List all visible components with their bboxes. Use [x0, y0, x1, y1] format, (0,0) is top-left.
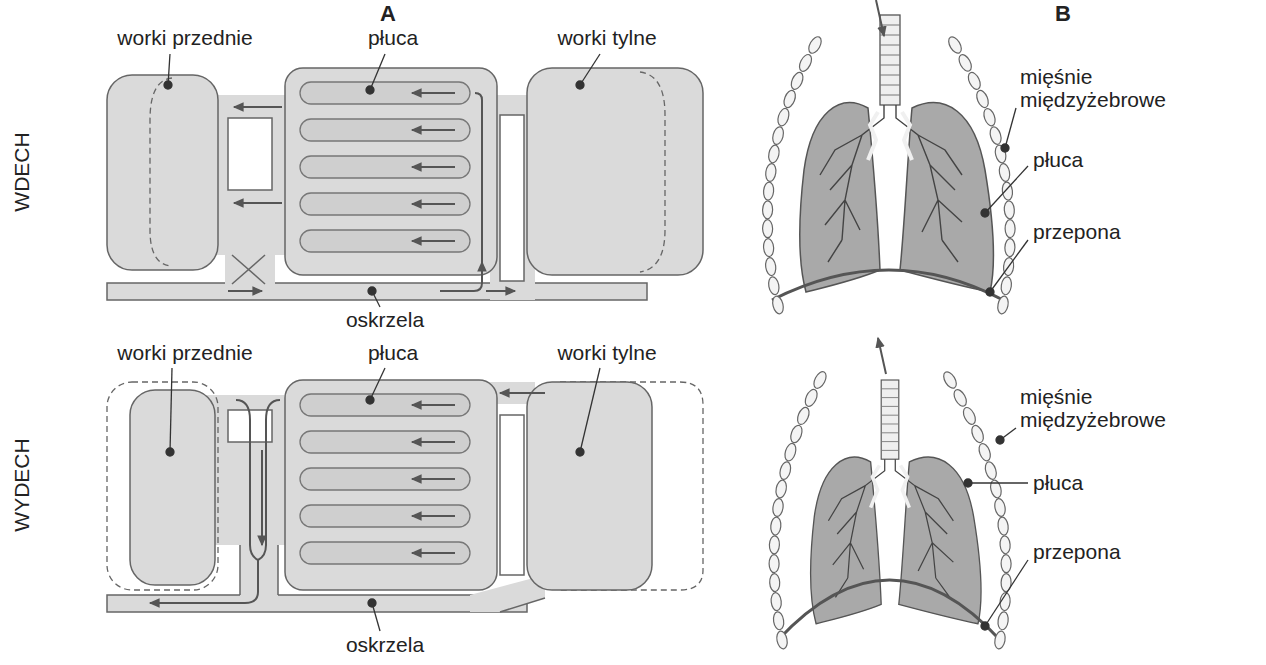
part-label: oskrzela — [346, 633, 424, 656]
rib-segment — [776, 107, 791, 127]
rib-segment — [996, 295, 1009, 315]
rib-segment — [795, 406, 811, 426]
rib-segment — [941, 370, 959, 391]
rib-segment — [767, 276, 780, 296]
rib-segment — [772, 498, 784, 517]
rib-segment — [961, 406, 978, 427]
panel-letter: B — [1055, 2, 1071, 26]
rib-segment — [970, 424, 986, 444]
rib-segment — [1005, 220, 1015, 238]
rib-segment — [997, 517, 1009, 536]
rib-segment — [762, 220, 772, 238]
part-label: mięśnie międzyżebrowe — [1020, 65, 1170, 111]
rib-segment — [974, 89, 990, 109]
part-label: mięśnie międzyżebrowe — [1020, 385, 1170, 431]
part-label: worki przednie — [117, 341, 252, 364]
rib-segment — [789, 71, 805, 91]
rib-segment — [778, 461, 792, 481]
part-label: płuca — [368, 26, 418, 49]
rib-segment — [806, 35, 824, 56]
rib-segment — [765, 163, 777, 182]
part-label: worki tylne — [557, 26, 656, 49]
phase-label: WDECH — [10, 132, 33, 211]
rib-segment — [770, 592, 782, 611]
rib-segment — [772, 611, 785, 630]
part-label: przepona — [1033, 220, 1121, 243]
leader-lines — [164, 54, 1028, 631]
rib-segment — [789, 424, 804, 444]
part-label: płuca — [1033, 148, 1083, 171]
rib-segment — [983, 461, 998, 481]
part-label: worki przednie — [117, 26, 252, 49]
rib-segment — [769, 555, 779, 573]
part-label: oskrzela — [346, 308, 424, 331]
rib-segment — [797, 53, 814, 74]
rib-segment — [811, 370, 828, 391]
rib-segment — [763, 238, 774, 257]
rib-segment — [771, 126, 785, 146]
rib-segment — [977, 442, 993, 462]
rib-segment — [993, 630, 1006, 650]
rib-segment — [989, 479, 1003, 499]
human-inhale — [772, 0, 1003, 300]
panel-letter: A — [380, 2, 396, 26]
rib-segment — [999, 535, 1010, 554]
rib-segment — [993, 498, 1006, 518]
human-exhale — [778, 338, 1000, 640]
rib-segment — [957, 53, 974, 74]
rib-segment — [1001, 555, 1011, 573]
part-label: płuca — [1033, 471, 1083, 494]
part-label: płuca — [368, 341, 418, 364]
bird-inhale — [107, 68, 703, 300]
rib-segment — [770, 517, 782, 536]
rib-segment — [782, 89, 798, 109]
part-label: worki tylne — [557, 341, 656, 364]
rib-segment — [775, 479, 788, 499]
rib-segment — [946, 35, 964, 56]
rib-segment — [783, 442, 798, 462]
rib-segment — [988, 126, 1003, 146]
rib-segment — [803, 388, 820, 409]
rib-segment — [769, 573, 780, 592]
rib-segment — [1004, 200, 1015, 219]
rib-segment — [763, 182, 775, 201]
rib-segment — [767, 144, 780, 164]
rib-segment — [771, 295, 785, 315]
rib-segment — [775, 630, 788, 650]
part-label: przepona — [1033, 540, 1121, 563]
rib-segment — [952, 388, 969, 409]
rib-segment — [982, 107, 997, 127]
rib-cage — [762, 35, 1015, 650]
rib-segment — [1000, 276, 1013, 295]
rib-segment — [997, 611, 1009, 630]
rib-segment — [966, 71, 983, 92]
rib-segment — [765, 257, 777, 276]
rib-segment — [769, 536, 780, 554]
rib-segment — [1005, 238, 1016, 256]
bird-exhale — [107, 380, 703, 612]
rib-segment — [762, 201, 772, 219]
rib-segment — [998, 163, 1011, 183]
phase-label: WYDECH — [10, 438, 33, 531]
